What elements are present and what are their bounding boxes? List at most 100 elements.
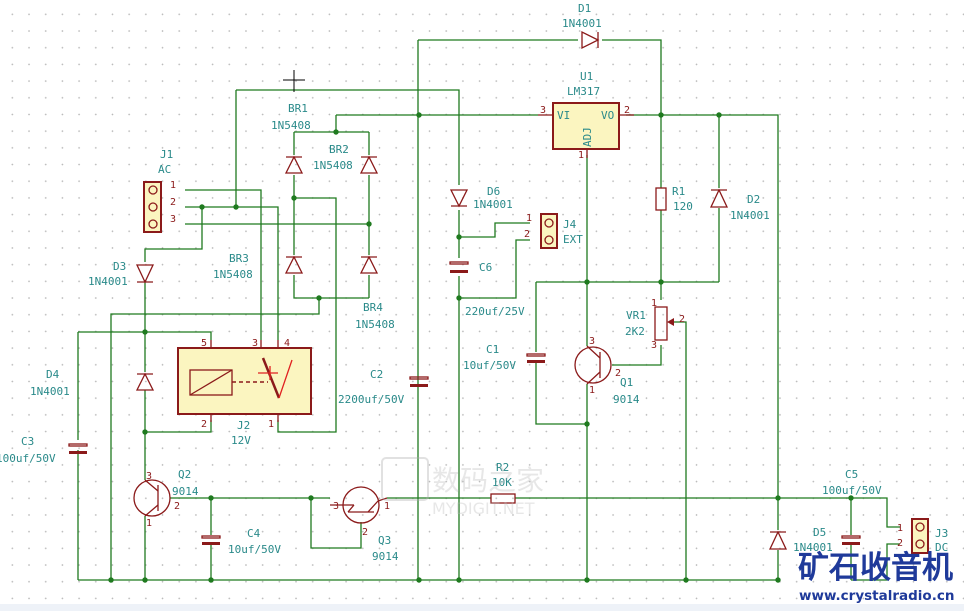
Q2-pin3: 3	[146, 471, 152, 482]
diode-D6[interactable]	[449, 189, 469, 208]
C5-ref: C5	[845, 468, 858, 481]
J2-pin4: 4	[284, 338, 290, 349]
regulator-U1[interactable]	[538, 102, 634, 158]
J4-value: EXT	[563, 233, 583, 246]
connector-J1[interactable]	[143, 181, 162, 233]
C4-value: 10uf/50V	[228, 543, 281, 556]
D4-ref: D4	[46, 368, 60, 381]
cursor-crosshair	[283, 70, 305, 92]
Q1-pin3: 3	[589, 336, 595, 347]
diode-D3[interactable]	[135, 264, 155, 284]
diode-D5[interactable]	[768, 530, 788, 550]
capacitor-C3[interactable]	[68, 443, 88, 454]
BR3-value: 1N5408	[213, 268, 253, 281]
resistor-R2[interactable]	[490, 493, 516, 504]
J2-pin5: 5	[201, 338, 207, 349]
capacitor-C4[interactable]	[201, 535, 221, 545]
D5-value: 1N4001	[793, 541, 833, 554]
BR2-value: 1N5408	[313, 159, 353, 172]
J4-ref: J4	[563, 218, 577, 231]
D6-ref: D6	[487, 185, 500, 198]
potentiometer-VR1[interactable]	[654, 306, 674, 341]
Q2-ref: Q2	[178, 468, 191, 481]
C2-ref: C2	[370, 368, 383, 381]
D3-ref: D3	[113, 260, 126, 273]
Q3-pin3: 3	[333, 501, 339, 512]
BR4-ref: BR4	[363, 301, 383, 314]
Q3-pin1: 1	[384, 501, 390, 512]
BR1-value: 1N5408	[271, 119, 311, 132]
R2-value: 10K	[492, 476, 512, 489]
J3-pin2: 2	[897, 538, 903, 549]
capacitor-C6[interactable]	[449, 261, 469, 273]
VR1-ref: VR1	[626, 309, 646, 322]
BR4-value: 1N5408	[355, 318, 395, 331]
diode-BR3[interactable]	[284, 255, 304, 274]
BR1-ref: BR1	[288, 102, 308, 115]
C3-value: 100uf/50V	[0, 452, 56, 465]
wires	[77, 39, 900, 581]
D2-ref: D2	[747, 193, 760, 206]
BR2-ref: BR2	[329, 143, 349, 156]
watermark-mydigit-cn: 数码之家	[432, 464, 544, 497]
transistor-Q3[interactable]	[330, 486, 388, 524]
VR1-pin1: 1	[651, 298, 657, 309]
VR1-pin2: 2	[679, 314, 685, 325]
resistor-R1[interactable]	[655, 187, 667, 211]
connector-J3[interactable]	[911, 518, 929, 554]
diode-D2[interactable]	[709, 188, 729, 208]
J2-pin2: 2	[201, 419, 207, 430]
diode-BR1[interactable]	[284, 155, 304, 174]
U1-pin-adj: ADJ	[581, 127, 594, 147]
J4-pin1: 1	[526, 213, 532, 224]
C6-ref: C6	[479, 261, 492, 274]
transistor-Q1[interactable]	[574, 345, 612, 385]
bottom-bar	[0, 604, 964, 611]
D3-value: 1N4001	[88, 275, 128, 288]
capacitor-C2[interactable]	[409, 376, 429, 387]
diode-D4[interactable]	[135, 372, 155, 391]
C1-value: 10uf/50V	[463, 359, 516, 372]
U1-value: LM317	[567, 85, 600, 98]
D4-value: 1N4001	[30, 385, 70, 398]
U1-pin-vi: VI	[557, 109, 570, 122]
D5-ref: D5	[813, 526, 826, 539]
C4-ref: C4	[247, 527, 261, 540]
U1-pin-vo: VO	[601, 109, 614, 122]
transistor-Q2[interactable]	[133, 479, 171, 517]
BR3-ref: BR3	[229, 252, 249, 265]
diode-BR2[interactable]	[359, 155, 379, 174]
R2-ref: R2	[496, 461, 509, 474]
capacitor-C5[interactable]	[841, 535, 861, 545]
junctions	[108, 112, 854, 583]
Q1-pin1: 1	[589, 385, 595, 396]
C1-ref: C1	[486, 343, 499, 356]
capacitor-C1[interactable]	[526, 353, 546, 363]
VR1-pin3: 3	[651, 340, 657, 351]
diode-D1[interactable]	[581, 30, 600, 50]
watermark-crystalradio-cn: 矿石收音机	[798, 550, 953, 586]
R1-value: 120	[673, 200, 693, 213]
J4-pin2: 2	[524, 229, 530, 240]
Q1-value: 9014	[613, 393, 640, 406]
U1-ref: U1	[580, 70, 593, 83]
J1-pin2: 2	[170, 197, 176, 208]
Q2-value: 9014	[172, 485, 199, 498]
C3-ref: C3	[21, 435, 34, 448]
Q3-ref: Q3	[378, 534, 391, 547]
D6-value: 1N4001	[473, 198, 513, 211]
Q3-pin2: 2	[362, 527, 368, 538]
U1-pin2: 2	[624, 105, 630, 116]
D2-value: 1N4001	[730, 209, 770, 222]
Q2-pin2: 2	[174, 501, 180, 512]
watermark-crystalradio: 矿石收音机 www.crystalradio.cn	[798, 550, 954, 604]
diode-BR4[interactable]	[359, 255, 379, 274]
U1-pin1: 1	[578, 150, 584, 161]
J2-pin1: 1	[268, 419, 274, 430]
connector-J4[interactable]	[540, 213, 558, 249]
J2-value: 12V	[231, 434, 251, 447]
watermark-mydigit-en: MYDIGIT.NET	[432, 499, 535, 518]
J1-value: AC	[158, 163, 171, 176]
relay-J2[interactable]	[177, 340, 312, 422]
